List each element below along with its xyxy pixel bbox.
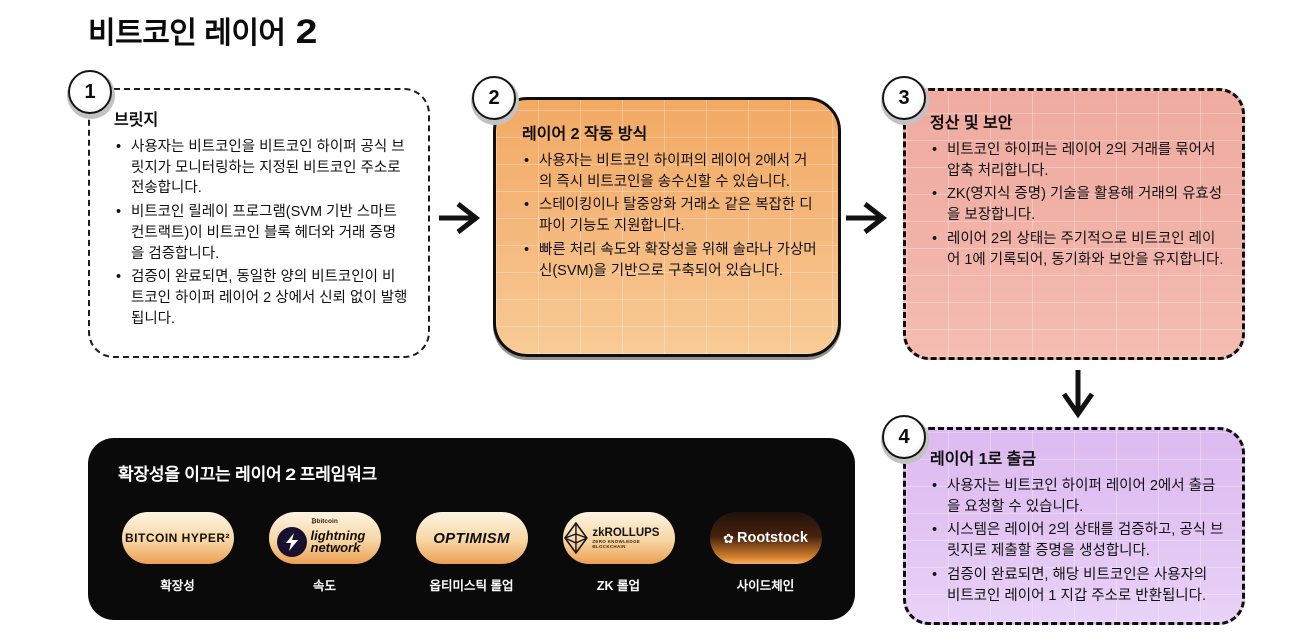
rootstock-flower-icon: ✿ bbox=[723, 530, 734, 546]
bullet-item: 사용자는 비트코인을 비트코인 하이퍼 공식 브릿지가 모니터링하는 지정된 비… bbox=[114, 137, 408, 199]
rootstock-logo: ✿ Rootstock bbox=[709, 512, 822, 564]
step-2-number: 2 bbox=[488, 86, 500, 109]
step-4-box-withdraw-to-layer1: 레이어 1로 출금 사용자는 비트코인 하이퍼 레이어 2에서 출금을 요청할 … bbox=[903, 427, 1245, 625]
framework-label: 확장성 bbox=[160, 579, 195, 593]
step-1-number: 1 bbox=[84, 80, 96, 103]
optimism-logo: OPTIMISM bbox=[415, 512, 528, 564]
framework-label: 속도 bbox=[312, 579, 336, 593]
step-2-box-layer2-mechanism: 레이어 2 작동 방식 사용자는 비트코인 하이퍼의 레이어 2에서 거의 즉시… bbox=[493, 97, 841, 357]
step-4-number: 4 bbox=[898, 425, 910, 448]
framework-bitcoin-hyper: BITCOIN HYPER² 확장성 bbox=[121, 512, 234, 594]
arrow-right-icon bbox=[846, 202, 888, 234]
framework-lightning-network: ₿bitcoin lightning network 속도 bbox=[268, 512, 381, 594]
step-1-box-bridge: 브릿지 사용자는 비트코인을 비트코인 하이퍼 공식 브릿지가 모니터링하는 지… bbox=[88, 88, 430, 358]
step-2-bullet-list: 사용자는 비트코인 하이퍼의 레이어 2에서 거의 즉시 비트코인을 송수신할 … bbox=[522, 151, 818, 281]
bullet-item: 사용자는 비트코인 하이퍼 레이어 2에서 출금을 요청할 수 있습니다. bbox=[930, 476, 1224, 517]
bullet-item: 빠른 처리 속도와 확장성을 위해 솔라나 가상머신(SVM)을 기반으로 구축… bbox=[522, 240, 818, 281]
bullet-item: 시스템은 레이어 2의 상태를 검증하고, 공식 브릿지로 제출할 증명을 생성… bbox=[930, 520, 1224, 561]
step-3-number: 3 bbox=[898, 86, 910, 109]
arrow-down-icon bbox=[1061, 370, 1095, 419]
bullet-item: 비트코인 하이퍼는 레이어 2의 거래를 묶어서 압축 처리합니다. bbox=[930, 140, 1224, 181]
zk-rollups-logo-text: zkROLLUPS bbox=[592, 526, 660, 539]
bullet-item: 스테이킹이나 탈중앙화 거래소 같은 복잡한 디파이 기능도 지원합니다. bbox=[522, 195, 818, 236]
frameworks-panel: 확장성을 이끄는 레이어 2 프레임워크 BITCOIN HYPER² 확장성 … bbox=[88, 438, 855, 620]
bullet-item: 검증이 완료되면, 해당 비트코인은 사용자의 비트코인 레이어 1 지갑 주소… bbox=[930, 565, 1224, 606]
lightning-network-logo: ₿bitcoin lightning network bbox=[268, 512, 381, 564]
step-2-badge: 2 bbox=[472, 76, 516, 120]
bullet-item: 레이어 2의 상태는 주기적으로 비트코인 레이어 1에 기록되어, 동기화와 … bbox=[930, 229, 1224, 270]
step-1-bullet-list: 사용자는 비트코인을 비트코인 하이퍼 공식 브릿지가 모니터링하는 지정된 비… bbox=[114, 137, 408, 330]
bitcoin-hyper-logo: BITCOIN HYPER² bbox=[121, 512, 234, 564]
bullet-item: 검증이 완료되면, 동일한 양의 비트코인이 비트코인 하이퍼 레이어 2 상에… bbox=[114, 267, 408, 329]
page-title-number: 2 bbox=[296, 13, 318, 51]
step-1-heading: 브릿지 bbox=[114, 112, 159, 129]
step-2-heading: 레이어 2 작동 방식 bbox=[522, 126, 648, 143]
framework-rootstock: ✿ Rootstock 사이드체인 bbox=[709, 512, 822, 594]
step-3-badge: 3 bbox=[882, 76, 926, 120]
page-title-text: 비트코인 레이어 bbox=[88, 17, 286, 50]
framework-logo-row: BITCOIN HYPER² 확장성 ₿bitcoin lightning ne… bbox=[88, 512, 855, 594]
framework-label: ZK 롤업 bbox=[596, 579, 641, 593]
framework-zk-rollups: zkROLLUPS ZERO KNOWLEDGE BLOCKCHAIN ZK 롤… bbox=[562, 512, 675, 594]
arrow-right-icon bbox=[439, 202, 481, 234]
framework-label: 사이드체인 bbox=[736, 579, 795, 593]
zk-rollups-logo-subtext: ZERO KNOWLEDGE BLOCKCHAIN bbox=[592, 539, 641, 550]
page-title: 비트코인 레이어 2 bbox=[88, 8, 318, 52]
step-3-box-settlement-security: 정산 및 보안 비트코인 하이퍼는 레이어 2의 거래를 묶어서 압축 처리합니… bbox=[903, 88, 1245, 360]
bullet-item: 비트코인 릴레이 프로그램(SVM 기반 스마트 컨트랙트)이 비트코인 블록 … bbox=[114, 202, 408, 264]
rootstock-logo-text: Rootstock bbox=[737, 530, 808, 546]
bullet-item: 사용자는 비트코인 하이퍼의 레이어 2에서 거의 즉시 비트코인을 송수신할 … bbox=[522, 151, 818, 192]
lightning-bolt-icon bbox=[276, 526, 307, 557]
bitcoin-hyper-logo-text: BITCOIN HYPER² bbox=[124, 531, 230, 545]
frameworks-panel-heading: 확장성을 이끄는 레이어 2 프레임워크 bbox=[118, 460, 377, 485]
framework-optimism: OPTIMISM 옵티미스틱 롤업 bbox=[415, 512, 528, 594]
ethereum-diamond-icon bbox=[563, 522, 588, 554]
panel-heading-tail: 프레임워크 bbox=[299, 465, 377, 484]
bullet-item: ZK(영지식 증명) 기술을 활용해 거래의 유효성을 보장합니다. bbox=[930, 184, 1224, 225]
lightning-bitcoin-tag: ₿bitcoin bbox=[311, 518, 338, 526]
step-3-bullet-list: 비트코인 하이퍼는 레이어 2의 거래를 묶어서 압축 처리합니다. ZK(영지… bbox=[930, 140, 1224, 270]
zk-rollups-logo: zkROLLUPS ZERO KNOWLEDGE BLOCKCHAIN bbox=[562, 512, 675, 564]
panel-heading-text: 확장성을 이끄는 레이어 bbox=[118, 465, 282, 484]
step-4-bullet-list: 사용자는 비트코인 하이퍼 레이어 2에서 출금을 요청할 수 있습니다. 시스… bbox=[930, 476, 1224, 606]
panel-heading-number: 2 bbox=[285, 465, 296, 484]
step-1-badge: 1 bbox=[68, 70, 112, 114]
lightning-network-logo-text: lightning network bbox=[310, 527, 366, 555]
framework-label: 옵티미스틱 롤업 bbox=[429, 579, 514, 593]
step-3-heading: 정산 및 보안 bbox=[930, 115, 1013, 132]
step-4-heading: 레이어 1로 출금 bbox=[930, 451, 1037, 468]
step-4-badge: 4 bbox=[882, 415, 926, 459]
optimism-logo-text: OPTIMISM bbox=[433, 529, 510, 547]
